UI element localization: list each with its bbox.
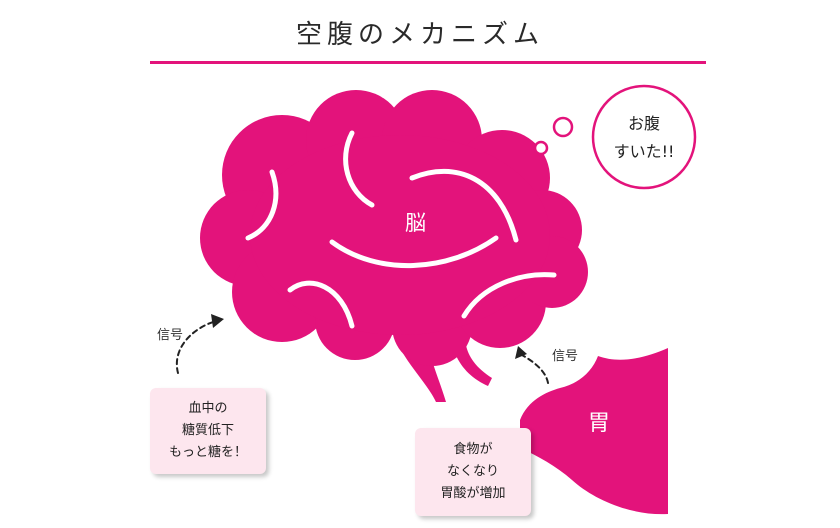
signal-label-left: 信号 [157,328,184,343]
diagram-title: 空腹のメカニズム [295,20,544,50]
arrowhead-left [211,314,224,328]
blood-sugar-line: もっと糖を！ [168,445,247,460]
thought-line: すいた!! [613,142,675,161]
title-underline [150,61,706,64]
thought-bubble-text: お腹 すいた!! [594,110,694,166]
blood-sugar-line: 血中の [188,401,228,416]
blood-sugar-box: 血中の 糖質低下 もっと糖を！ [150,388,266,474]
stomach-acid-box: 食物が なくなり 胃酸が増加 [415,428,531,516]
stomach-acid-line: なくなり [446,464,499,479]
thought-dot-small [533,140,549,156]
signal-arrows [175,321,549,384]
stomach-acid-line: 胃酸が増加 [440,486,506,501]
stomach-shape [520,348,668,515]
arrowhead-right [515,346,527,359]
thought-dot-large [552,116,574,138]
thought-bubble-circle [591,84,697,190]
brain-shape [200,90,588,366]
stomach-acid-line: 食物が [453,442,493,457]
stomach-label: 胃 [588,411,611,436]
signal-label-right: 信号 [552,349,579,364]
blood-sugar-line: 糖質低下 [181,423,234,438]
brain-folds [245,130,557,329]
brain-label: 脳 [405,211,426,235]
thought-line: お腹 [627,114,660,133]
brain-stem-branch [452,345,492,386]
